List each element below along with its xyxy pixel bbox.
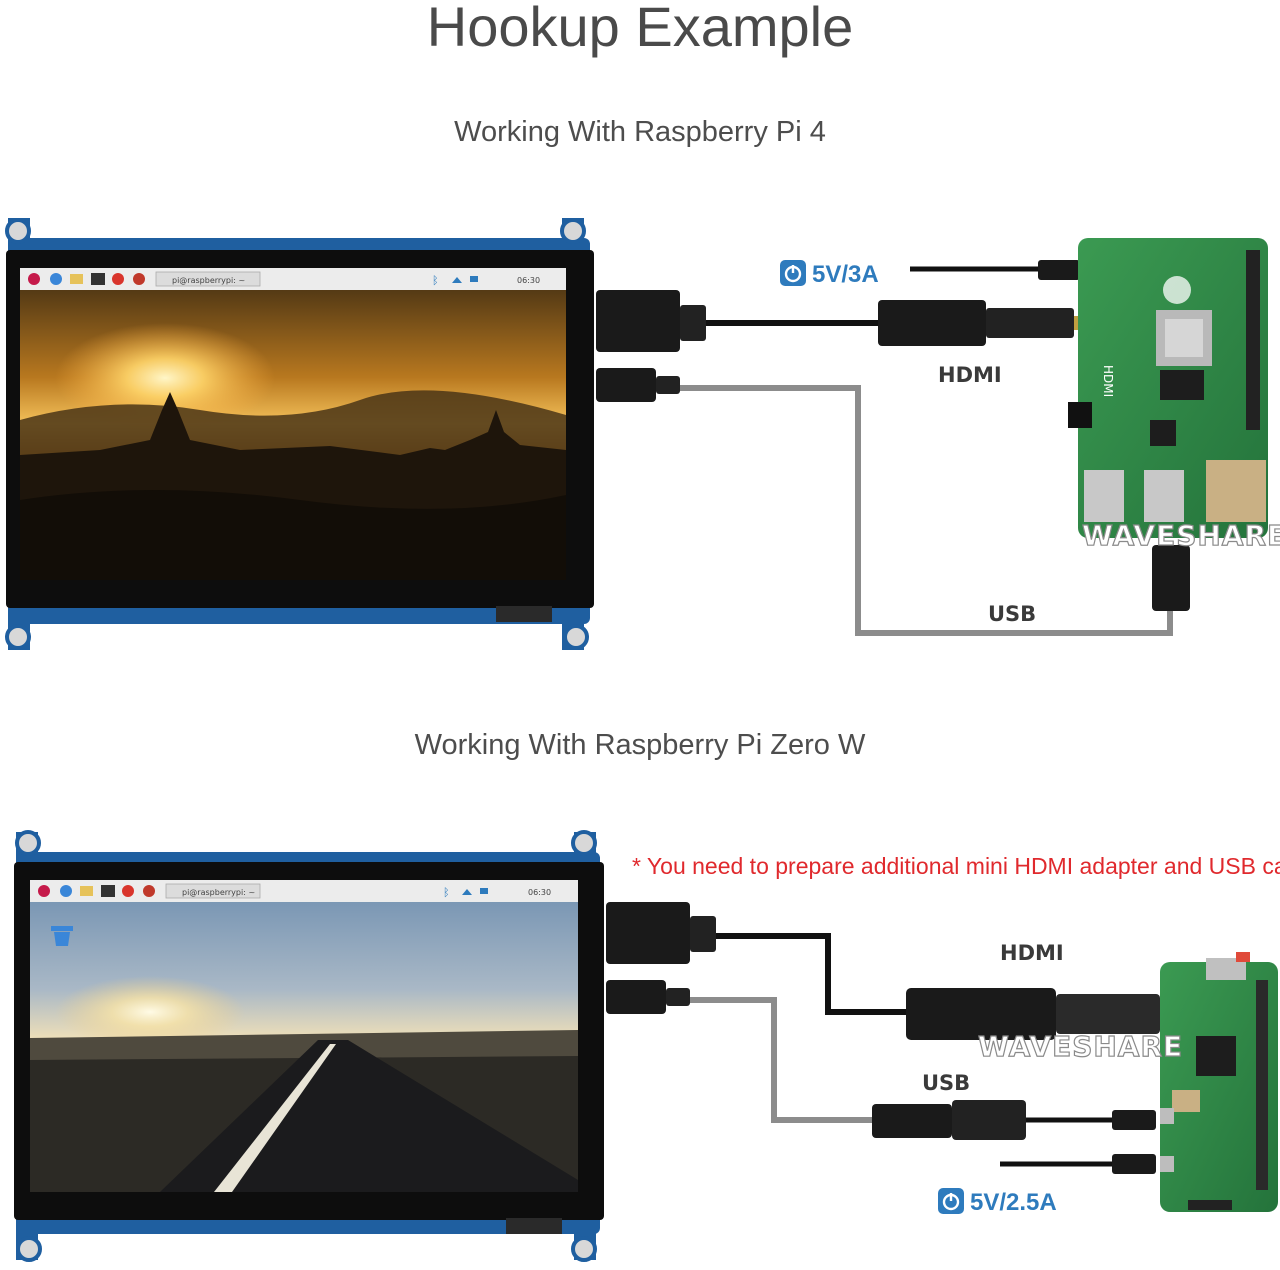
taskbar-window-button[interactable] <box>165 883 261 899</box>
raspberry-pi-zero-w-board <box>1160 952 1278 1212</box>
section-2-cables <box>690 933 1160 1174</box>
mini-hdmi-adapter <box>906 988 1056 1040</box>
mathematica-icon[interactable] <box>122 885 134 897</box>
volume-icon[interactable] <box>470 276 478 282</box>
wolfram-icon[interactable] <box>133 273 145 285</box>
section-2-display: pi@raspberrypi: ~ ᛒ 06:30 <box>14 830 716 1262</box>
globe-icon[interactable] <box>60 885 72 897</box>
section-1-cables <box>680 260 1190 636</box>
usb-cable <box>690 997 872 1123</box>
wifi-icon[interactable] <box>452 277 462 283</box>
usb-otg-adapter <box>872 1104 952 1138</box>
power-label: 5V/3A <box>812 261 879 288</box>
bluetooth-icon[interactable]: ᛒ <box>432 274 439 287</box>
hdmi-plug-display <box>596 290 680 352</box>
taskbar-window-title: pi@raspberrypi: ~ <box>182 888 255 897</box>
watermark: WAVESHARE <box>978 1030 1183 1063</box>
svg-text:ᛒ: ᛒ <box>443 886 450 899</box>
taskbar-window-title: pi@raspberrypi: ~ <box>172 276 245 285</box>
road <box>160 1040 578 1192</box>
raspberry-menu-icon[interactable] <box>28 273 40 285</box>
taskbar-window-button[interactable] <box>155 271 261 287</box>
raspberry-pi-4-board: HDMI <box>1068 238 1268 538</box>
hdmi-plug-display <box>606 902 690 964</box>
mount-hole <box>5 624 31 650</box>
taskbar-clock: 06:30 <box>528 888 551 897</box>
raspberry-menu-icon[interactable] <box>38 885 50 897</box>
wolfram-icon[interactable] <box>143 885 155 897</box>
usb-plug-display <box>606 980 666 1014</box>
terminal-icon[interactable] <box>91 273 105 285</box>
section-1-subtitle: Working With Raspberry Pi 4 <box>454 116 826 148</box>
raspberry-logo <box>1163 276 1191 304</box>
mathematica-icon[interactable] <box>112 273 124 285</box>
mount-hole <box>571 830 597 856</box>
section-2-subtitle: Working With Raspberry Pi Zero W <box>414 729 866 761</box>
mount-hole <box>560 218 586 244</box>
usb-plug-display <box>596 368 656 402</box>
watermark: WAVESHARE <box>1082 519 1280 552</box>
mount-hole <box>5 218 31 244</box>
bluetooth-icon[interactable]: ᛒ <box>443 886 450 899</box>
power-label: 5V/2.5A <box>970 1189 1057 1216</box>
wifi-icon[interactable] <box>462 889 472 895</box>
terminal-icon[interactable] <box>101 885 115 897</box>
power-icon <box>938 1188 964 1214</box>
section-1-display: pi@raspberrypi: ~ ᛒ 06:30 <box>5 218 706 650</box>
usb-cable <box>680 385 1173 636</box>
hdmi-cable <box>716 933 906 1015</box>
usb-port <box>1144 470 1184 522</box>
folder-icon[interactable] <box>70 274 83 284</box>
taskbar-clock: 06:30 <box>517 276 540 285</box>
usb-port <box>1084 470 1124 522</box>
svg-text:ᛒ: ᛒ <box>432 274 439 287</box>
usb-label: USB <box>988 602 1036 626</box>
mount-hole <box>563 624 589 650</box>
mount-hole <box>571 1236 597 1262</box>
adapter-note: * You need to prepare additional mini HD… <box>632 853 1280 879</box>
hdmi-adapter <box>878 300 986 346</box>
page-title: Hookup Example <box>426 0 854 58</box>
usb-plug-pi <box>1152 545 1190 611</box>
power-icon <box>780 260 806 286</box>
folder-icon[interactable] <box>80 886 93 896</box>
volume-icon[interactable] <box>480 888 488 894</box>
board-silkscreen: HDMI <box>1101 365 1115 397</box>
trash-icon[interactable] <box>51 926 73 946</box>
mount-hole <box>15 830 41 856</box>
hdmi-label: HDMI <box>1000 941 1064 965</box>
usb-label: USB <box>922 1071 970 1095</box>
hdmi-label: HDMI <box>938 363 1002 387</box>
globe-icon[interactable] <box>50 273 62 285</box>
ethernet-port <box>1206 460 1266 522</box>
mount-hole <box>16 1236 42 1262</box>
